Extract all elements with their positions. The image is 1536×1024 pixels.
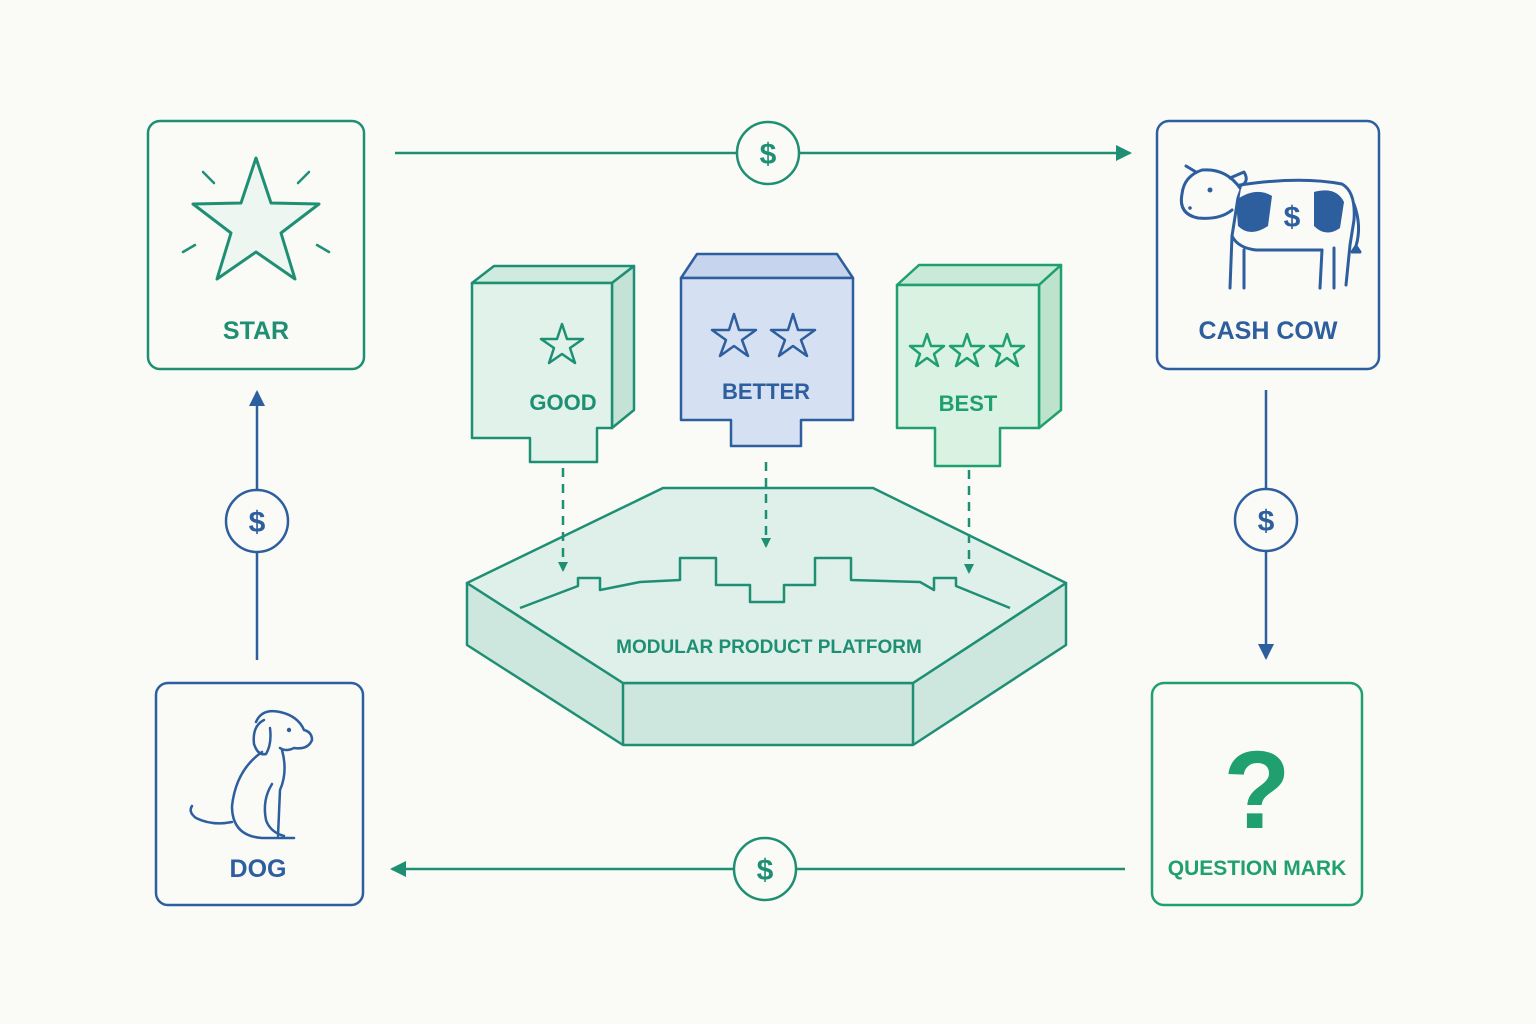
flow-question-mark-to-dog: $ [390,836,1125,902]
dollar-symbol: $ [757,854,774,887]
question-mark-label: QUESTION MARK [1168,857,1347,880]
dollar-badge [224,488,290,554]
platform-label: MODULAR PRODUCT PLATFORM [616,637,922,658]
dollar-badge [1233,487,1299,553]
flow-star-to-cash-cow: $ [395,120,1132,186]
star-rating-icon [769,312,817,358]
star-rating-icon [948,332,986,368]
module-connectors [558,462,974,574]
module-best-label: BEST [939,391,998,416]
module-better: BETTER [679,252,855,448]
star-rating-icon [539,322,585,365]
question-mark-icon: ? [1223,729,1290,852]
module-good: GOOD [470,264,636,464]
modular-product-platform: MODULAR PRODUCT PLATFORM [465,486,1068,747]
cow-icon [1179,164,1362,290]
dollar-badge [735,120,801,186]
dollar-badge [732,836,798,902]
dog-icon [189,709,314,840]
module-better-label: BETTER [722,379,810,404]
module-best: BEST [895,263,1063,468]
flow-dog-to-star: $ [224,390,290,660]
cash-cow-label: CASH COW [1199,317,1338,345]
module-good-label: GOOD [529,390,596,415]
star-icon [181,156,331,281]
star-rating-icon [988,332,1026,368]
dollar-symbol: $ [249,506,266,539]
quadrant-dog: DOG [154,681,365,907]
dollar-symbol: $ [760,138,777,171]
quadrant-star: STAR [146,119,366,371]
flow-cash-cow-to-question-mark: $ [1233,390,1299,660]
dog-label: DOG [230,855,287,883]
dollar-symbol: $ [1258,505,1275,538]
cow-dollar-symbol: $ [1284,201,1301,234]
star-label: STAR [223,317,289,345]
quadrant-question-mark: ? QUESTION MARK [1150,681,1364,907]
quadrant-cash-cow: $ CASH COW [1155,119,1381,371]
star-rating-icon [710,312,758,358]
star-rating-icon [908,332,946,368]
